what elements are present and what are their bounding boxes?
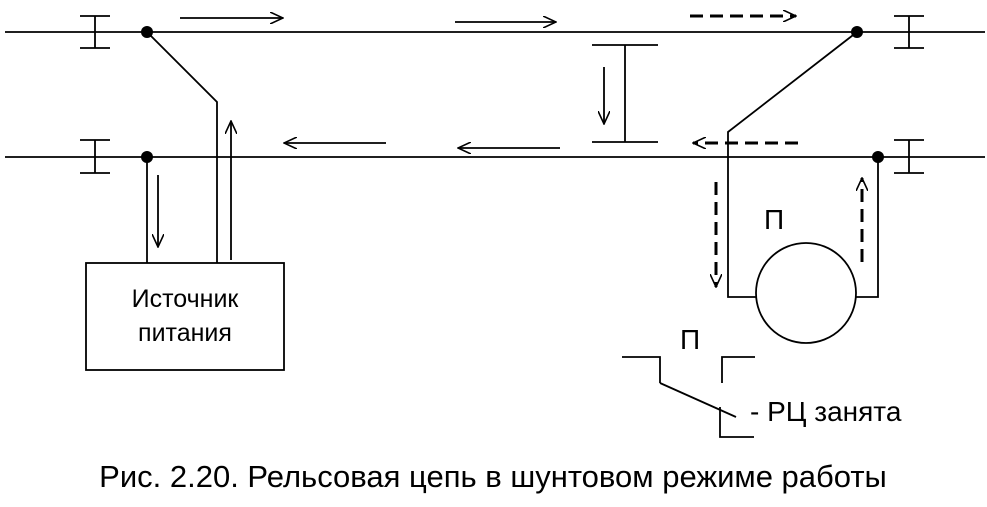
relay-label: П — [764, 204, 784, 235]
status-label: - РЦ занята — [750, 396, 902, 427]
source-lead-upper — [146, 31, 218, 263]
relay-contact — [622, 356, 755, 438]
contact-label: П — [680, 324, 700, 355]
junction-dot-upper-left — [141, 26, 153, 38]
insulated-joint-upper-right — [894, 15, 924, 49]
relay-lead-upper — [727, 31, 858, 298]
insulated-joint-lower-left — [80, 139, 110, 174]
junction-dot-lower-right — [872, 151, 884, 163]
train-shunt — [592, 44, 658, 143]
track-relay — [755, 242, 857, 344]
junction-dot-lower-left — [141, 151, 153, 163]
relay-lead-lower — [856, 157, 879, 298]
insulated-joint-lower-right — [894, 139, 924, 174]
figure-caption: Рис. 2.20. Рельсовая цепь в шунтовом реж… — [99, 459, 887, 494]
junction-dot-upper-right — [851, 26, 863, 38]
power-source-label-line-2: питания — [138, 319, 232, 347]
power-source-label-line-1: Источник — [132, 285, 240, 313]
power-source-box — [85, 262, 285, 371]
insulated-joint-upper-left — [80, 15, 110, 49]
